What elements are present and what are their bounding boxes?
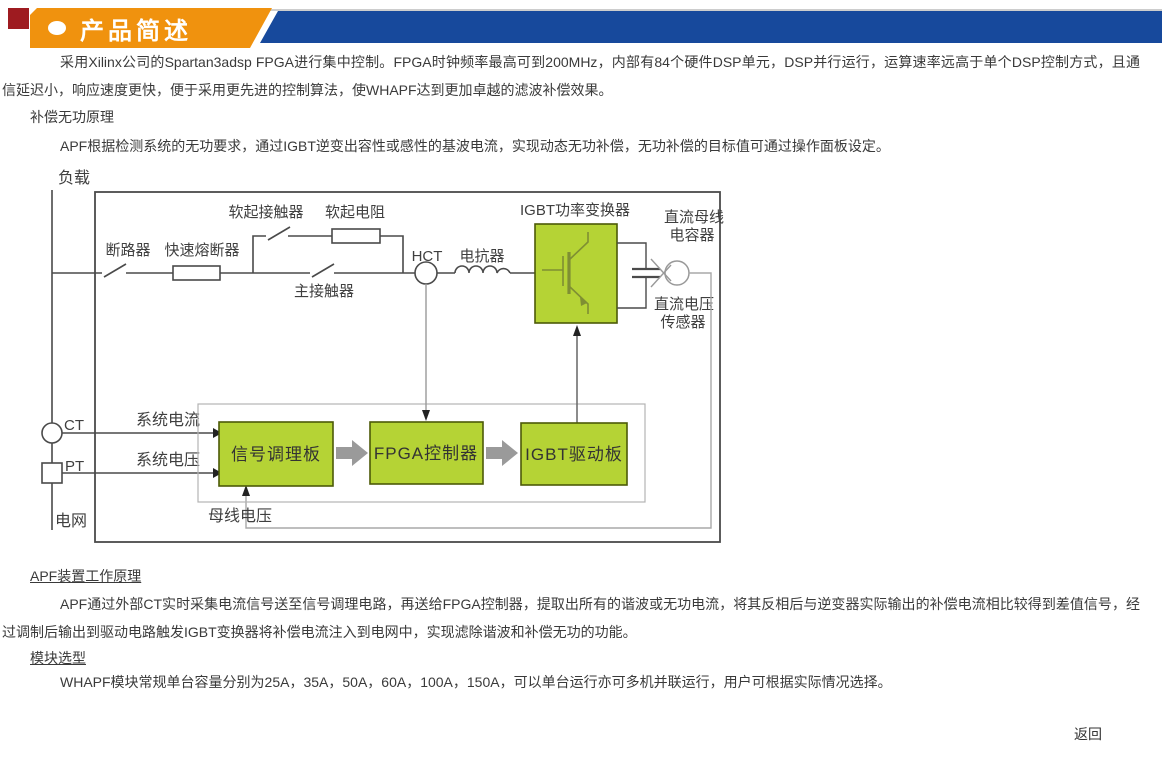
signal-board-label: 信号调理板: [231, 445, 321, 464]
reactor-label: 电抗器: [459, 248, 504, 265]
igbt-driver-box: [520, 422, 628, 486]
hct-sensor-icon: [414, 261, 438, 285]
fast-fuse-label: 快速熔断器: [164, 242, 239, 259]
load-label: 负载: [58, 169, 90, 187]
igbt-converter-box: [534, 223, 618, 324]
fuse-icon: [172, 265, 221, 281]
header-blue-bar: [260, 11, 1162, 43]
bus-voltage-feedback-wire: [245, 272, 712, 529]
grid-label: 电网: [55, 512, 87, 530]
dc-sensor-label-1: 直流电压: [654, 296, 714, 313]
ct-icon: [41, 422, 63, 444]
cabinet-outline: [94, 191, 721, 543]
back-link[interactable]: 返回: [1074, 726, 1102, 742]
corner-square-decoration: [8, 8, 29, 29]
branch-wire-2: [288, 235, 404, 273]
signal-board-box: [218, 421, 334, 487]
apf-principle-paragraph: APF通过外部CT实时采集电流信号送至信号调理电路，再送给FPGA控制器，提取出…: [2, 596, 1140, 640]
bullet-icon: [48, 21, 66, 35]
dc-bus-cap-label-1: 直流母线: [664, 209, 724, 226]
flow-arrow-icon-1: [336, 440, 368, 466]
heading-reactive-compensation: 补偿无功原理: [30, 109, 114, 125]
dc-voltage-sensor-icon: [664, 260, 690, 286]
section-banner: 产品简述: [30, 8, 272, 48]
reactor-coil-icon: [454, 265, 511, 274]
igbt-driver-label: IGBT驱动板: [525, 445, 623, 464]
soft-start-contactor-label: 软起接触器: [228, 204, 303, 221]
flow-arrow-icon-2: [486, 440, 518, 466]
driver-output-arrow-icon: [573, 325, 581, 336]
bus-voltage-label: 母线电压: [208, 507, 272, 525]
system-current-arrow-icon: [213, 428, 222, 438]
hct-label: HCT: [412, 248, 443, 265]
pt-label: PT: [65, 458, 84, 475]
bus-voltage-arrow-icon: [242, 485, 250, 496]
igbt-converter-label: IGBT功率变换器: [520, 202, 630, 219]
dc-voltage-sensor-fork: [650, 258, 672, 288]
system-voltage-arrow-icon: [213, 468, 222, 478]
main-contactor-switch-icon: [311, 263, 335, 278]
breaker-switch-icon: [103, 263, 127, 278]
dc-sensor-label-2: 传感器: [660, 314, 705, 331]
system-voltage-label: 系统电压: [136, 451, 200, 469]
branch-wire-1: [252, 235, 266, 273]
controller-enclosure: [197, 403, 646, 503]
reactive-compensation-paragraph: APF根据检测系统的无功要求，通过IGBT逆变出容性或感性的基波电流，实现动态无…: [60, 138, 890, 154]
header-hairline: [268, 9, 1162, 11]
module-selection-paragraph: WHAPF模块常规单台容量分别为25A，35A，50A，60A，100A，150…: [60, 674, 892, 690]
fpga-controller-label: FPGA控制器: [374, 444, 478, 463]
igbt-symbol-icon: [542, 232, 589, 314]
system-current-label: 系统电流: [136, 411, 200, 429]
dc-bus-cap-label-2: 电容器: [669, 227, 714, 244]
hct-signal-arrow-icon: [422, 410, 430, 421]
pt-icon: [41, 462, 63, 484]
page-title: 产品简述: [80, 17, 192, 45]
heading-module-selection: 模块选型: [30, 650, 86, 666]
intro-paragraph: 采用Xilinx公司的Spartan3adsp FPGA进行集中控制。FPGA时…: [2, 54, 1140, 98]
apf-circuit-diagram: 负载 断路器 快速熔断器 软起接触器 软起电阻 主接触器 HCT 电抗器 IGB…: [41, 169, 724, 543]
soft-start-resistor-icon: [331, 228, 381, 244]
soft-start-switch-icon: [267, 226, 291, 241]
ct-label: CT: [64, 417, 84, 434]
breaker-label: 断路器: [105, 242, 150, 259]
main-contactor-label: 主接触器: [294, 283, 354, 300]
heading-apf-principle: APF装置工作原理: [30, 568, 142, 584]
fpga-controller-box: [369, 421, 484, 485]
soft-start-resistor-label: 软起电阻: [325, 204, 385, 221]
